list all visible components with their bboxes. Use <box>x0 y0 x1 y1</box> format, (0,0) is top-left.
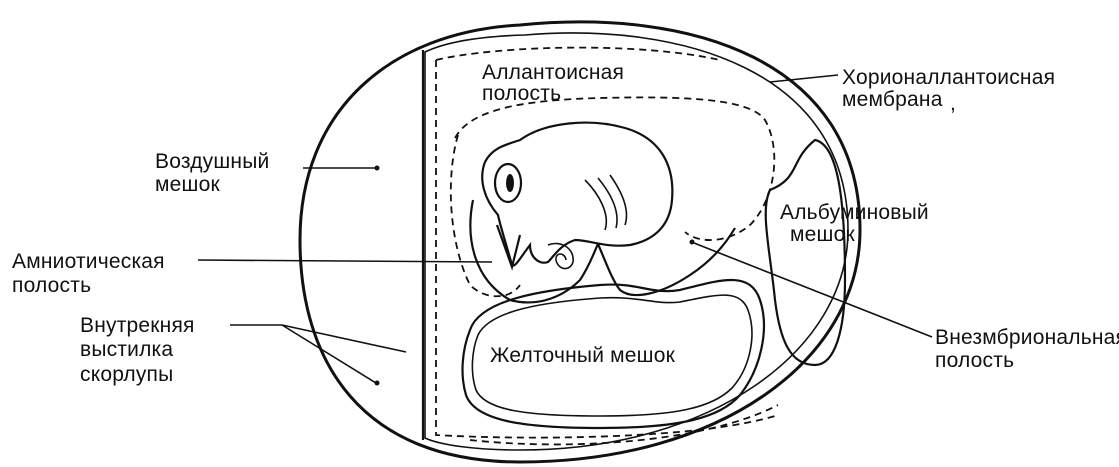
egg-shell-outer <box>300 22 860 462</box>
albumen-sac-outline <box>766 140 845 365</box>
leader-extraembryonic <box>694 243 932 337</box>
embryo-beak <box>497 225 520 267</box>
leader-inner-lining-dot <box>375 381 380 386</box>
label-allantoic-cavity: Аллантоисная полость <box>482 61 630 105</box>
label-amniotic-cavity: Амниотическая полость <box>12 250 171 297</box>
leader-air-sac-dot <box>375 166 380 171</box>
leader-amniotic <box>198 260 492 262</box>
leader-inner-lining-3 <box>282 325 376 383</box>
label-extraembryonic-cavity: Внезмбриональная полость <box>935 326 1119 372</box>
label-air-sac: Воздушный мешок <box>155 150 276 196</box>
label-yolk-sac: Желточный мешок <box>490 344 676 367</box>
embryo-outline <box>482 123 672 266</box>
leader-inner-lining-2 <box>282 325 406 352</box>
label-inner-shell-lining: Внутрекняя выстилка скорлупы <box>80 314 201 386</box>
leader-chorioallantoic <box>770 75 838 82</box>
chorioallantoic-dashed-layer <box>436 48 778 438</box>
embryo-pupil <box>506 174 514 192</box>
embryo-wing-folds <box>585 175 627 230</box>
stray-comma: , <box>950 92 956 115</box>
label-albumen-sac: Альбуминовый мешок <box>780 201 935 246</box>
leader-extraembryonic-dot <box>690 240 695 245</box>
allantoic-cavity-outline <box>455 97 774 240</box>
